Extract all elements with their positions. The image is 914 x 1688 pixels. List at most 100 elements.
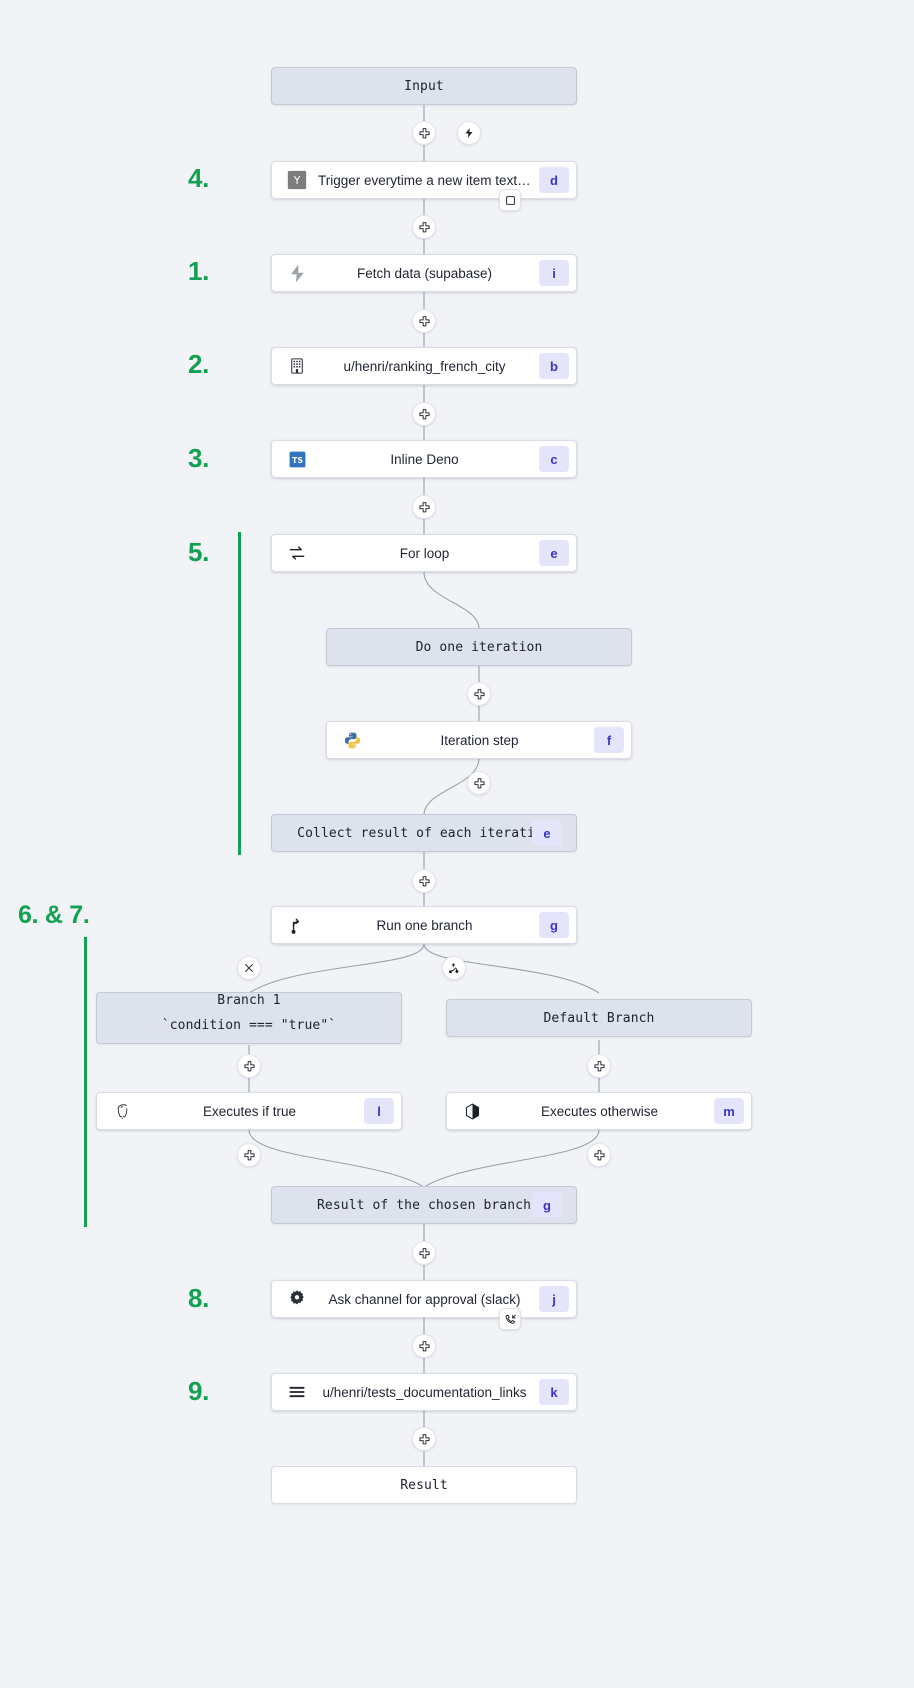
python-icon — [335, 731, 369, 750]
node-run-one-branch-label: Run one branch — [376, 917, 473, 933]
node-fetch-data[interactable]: Fetch data (supabase) i — [271, 254, 577, 292]
node-tests-documentation-links-id: k — [539, 1379, 569, 1405]
node-result-label: Result — [400, 1477, 448, 1493]
add-step-button-3[interactable] — [412, 309, 436, 333]
plus-icon — [473, 688, 485, 699]
node-trigger-id: d — [539, 167, 569, 193]
plus-icon — [243, 1149, 255, 1160]
add-trigger-button[interactable] — [457, 121, 481, 145]
svg-text:TS: TS — [291, 456, 302, 465]
node-ranking-french-city[interactable]: u/henri/ranking_french_city b — [271, 347, 577, 385]
node-for-loop[interactable]: For loop e — [271, 534, 577, 572]
add-step-button-8[interactable] — [412, 869, 436, 893]
node-executes-if-true[interactable]: Executes if true l — [96, 1092, 402, 1130]
add-step-button-2[interactable] — [412, 215, 436, 239]
add-step-button-14[interactable] — [412, 1334, 436, 1358]
node-fetch-data-id: i — [539, 260, 569, 286]
node-do-one-iteration-label: Do one iteration — [415, 639, 543, 655]
node-collect-result-label: Collect result of each iteration — [297, 825, 551, 841]
node-tests-documentation-links-label: u/henri/tests_documentation_links — [322, 1384, 527, 1400]
node-default-branch[interactable]: Default Branch — [446, 999, 752, 1037]
node-result-chosen-branch-label: Result of the chosen branch — [316, 1197, 532, 1213]
hamburger-icon — [280, 1382, 314, 1402]
plus-icon — [418, 1247, 430, 1258]
node-for-loop-id: e — [539, 540, 569, 566]
add-step-button-9[interactable] — [237, 1054, 261, 1078]
add-step-button-1[interactable] — [412, 121, 436, 145]
node-branch-1-condition: `condition === "true"` — [161, 1018, 337, 1033]
plus-icon — [473, 777, 485, 788]
node-for-loop-label: For loop — [399, 545, 450, 561]
node-executes-if-true-id: l — [364, 1098, 394, 1124]
add-step-button-4[interactable] — [412, 402, 436, 426]
node-branch-1-title: Branch 1 — [217, 993, 281, 1008]
step-number-9: 9. — [188, 1376, 210, 1406]
add-step-button-13[interactable] — [412, 1241, 436, 1265]
add-branch-button[interactable] — [442, 956, 466, 980]
add-step-button-15[interactable] — [412, 1427, 436, 1451]
node-input[interactable]: Input — [271, 67, 577, 105]
add-branch-icon — [448, 962, 458, 973]
node-collect-result[interactable]: Collect result of each iteration e — [271, 814, 577, 852]
node-result[interactable]: Result — [271, 1466, 577, 1504]
node-ranking-french-city-label: u/henri/ranking_french_city — [343, 358, 506, 374]
add-step-button-10[interactable] — [587, 1054, 611, 1078]
close-icon — [245, 964, 253, 972]
node-branch-1[interactable]: Branch 1 `condition === "true"` — [96, 992, 402, 1044]
node-trigger[interactable]: Y Trigger everytime a new item text o… d — [271, 161, 577, 199]
add-step-button-7[interactable] — [467, 771, 491, 795]
plus-icon — [243, 1060, 255, 1071]
node-ranking-french-city-id: b — [539, 353, 569, 379]
node-ask-channel-approval-id: j — [539, 1286, 569, 1312]
phone-callback-icon — [505, 1314, 516, 1324]
node-inline-deno-id: c — [539, 446, 569, 472]
stop-square-button[interactable] — [499, 189, 521, 211]
plus-icon — [593, 1060, 605, 1071]
node-fetch-data-label: Fetch data (supabase) — [356, 265, 493, 281]
node-result-chosen-branch[interactable]: Result of the chosen branch g — [271, 1186, 577, 1224]
plus-icon — [418, 875, 430, 886]
plus-icon — [418, 1340, 430, 1351]
delete-branch-button[interactable] — [237, 956, 261, 980]
plus-icon — [418, 1433, 430, 1444]
plus-icon — [593, 1149, 605, 1160]
step-number-2: 2. — [188, 349, 210, 379]
yaml-icon: Y — [280, 170, 314, 190]
step-number-5: 5. — [188, 537, 210, 567]
loop-bracket — [238, 532, 241, 855]
add-step-button-12[interactable] — [587, 1143, 611, 1167]
node-executes-otherwise-label: Executes otherwise — [540, 1103, 659, 1119]
node-executes-otherwise-id: m — [714, 1098, 744, 1124]
node-inline-deno[interactable]: TS Inline Deno c — [271, 440, 577, 478]
add-step-button-5[interactable] — [412, 495, 436, 519]
plus-icon — [418, 408, 430, 419]
postgres-icon — [105, 1102, 139, 1121]
add-step-button-11[interactable] — [237, 1143, 261, 1167]
bolt-icon — [465, 128, 473, 138]
node-result-chosen-branch-id: g — [532, 1192, 562, 1218]
approval-callback-button[interactable] — [499, 1308, 521, 1330]
typescript-icon: TS — [280, 450, 314, 469]
node-executes-otherwise[interactable]: Executes otherwise m — [446, 1092, 752, 1130]
svg-text:Y: Y — [293, 174, 301, 187]
node-run-one-branch-id: g — [539, 912, 569, 938]
plus-icon — [418, 501, 430, 512]
node-collect-result-id: e — [532, 820, 562, 846]
step-number-1: 1. — [188, 256, 210, 286]
node-do-one-iteration[interactable]: Do one iteration — [326, 628, 632, 666]
supabase-icon — [280, 264, 314, 283]
plus-icon — [418, 315, 430, 326]
node-tests-documentation-links[interactable]: u/henri/tests_documentation_links k — [271, 1373, 577, 1411]
branch-bracket — [84, 937, 87, 1227]
node-run-one-branch[interactable]: Run one branch g — [271, 906, 577, 944]
node-iteration-step-id: f — [594, 727, 624, 753]
node-iteration-step[interactable]: Iteration step f — [326, 721, 632, 759]
node-trigger-label: Trigger everytime a new item text o… — [318, 172, 539, 188]
add-step-button-6[interactable] — [467, 682, 491, 706]
gear-icon — [280, 1289, 314, 1309]
node-default-branch-label: Default Branch — [543, 1010, 655, 1026]
node-input-label: Input — [404, 78, 444, 94]
node-iteration-step-label: Iteration step — [440, 732, 519, 748]
node-ask-channel-approval[interactable]: Ask channel for approval (slack) j — [271, 1280, 577, 1318]
